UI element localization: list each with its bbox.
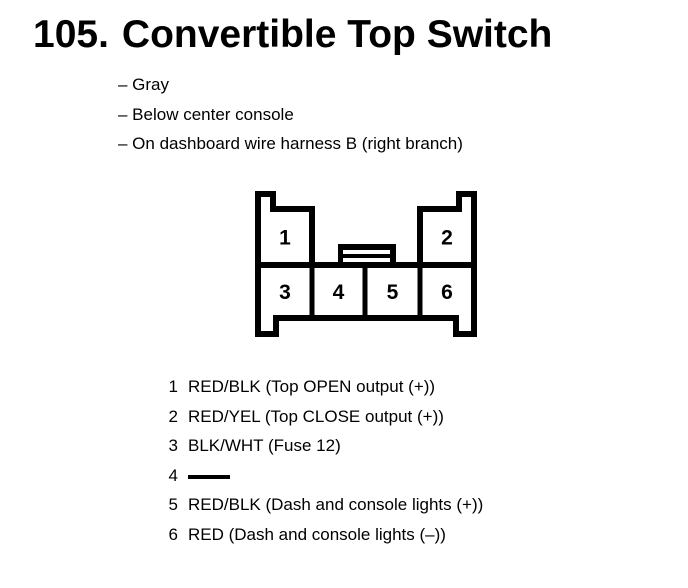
- pin-number: 5: [168, 495, 178, 514]
- detail-line-harness: – On dashboard wire harness B (right bra…: [118, 134, 463, 153]
- pin-row: 1 RED/BLK (Top OPEN output (+)): [166, 372, 483, 402]
- pin-cell-number-1: 1: [279, 227, 291, 250]
- connector-diagram: 1 2 3 4 5 6: [255, 191, 477, 337]
- pin-row: 3 BLK/WHT (Fuse 12): [166, 431, 483, 461]
- pin-number: 6: [168, 524, 178, 544]
- section-header: 105. Convertible Top Switch: [33, 13, 552, 57]
- detail-line-location: – Below center console: [118, 104, 294, 124]
- pin-description: [188, 461, 230, 491]
- pin-number: 2: [168, 406, 178, 426]
- pin-description: RED (Dash and console lights (–)): [188, 524, 446, 544]
- connector-latch: [338, 244, 396, 268]
- section-number: 105.: [33, 13, 109, 56]
- detail-line-color: – Gray: [118, 75, 170, 94]
- pin-row: 6 RED (Dash and console lights (–)): [166, 520, 483, 550]
- pin-row: 2 RED/YEL (Top CLOSE output (+)): [166, 402, 483, 432]
- pin-number: 1: [168, 377, 178, 396]
- pin-list: 1 RED/BLK (Top OPEN output (+)) 2 RED/YEL (…: [166, 372, 484, 550]
- pin-description: RED/YEL (Top CLOSE output (+)): [188, 406, 444, 426]
- pin-description: RED/BLK (Dash and console lights (+)): [188, 495, 484, 514]
- latch-stripe-top: [343, 250, 390, 254]
- page-title: Convertible Top Switch: [121, 13, 553, 56]
- latch-stripe-bottom: [343, 258, 390, 262]
- no-connection-dash: [188, 474, 230, 479]
- pin-description: RED/BLK (Top OPEN output (+)): [188, 377, 436, 396]
- pin-cell-number-2: 2: [441, 227, 453, 250]
- pin-cell-number-6: 6: [441, 281, 453, 304]
- pin-cell-number-4: 4: [333, 281, 345, 304]
- location-details: – Gray – Below center console – On dashb…: [118, 70, 463, 159]
- pin-row: 5 RED/BLK (Dash and console lights (+)): [166, 490, 484, 520]
- pin-row: 4: [166, 461, 483, 491]
- pin-description: BLK/WHT (Fuse 12): [188, 436, 341, 455]
- pin-cell-number-5: 5: [387, 281, 399, 304]
- pin-number: 4: [168, 465, 178, 485]
- pin-number: 3: [168, 436, 178, 455]
- pin-cell-number-3: 3: [279, 281, 291, 304]
